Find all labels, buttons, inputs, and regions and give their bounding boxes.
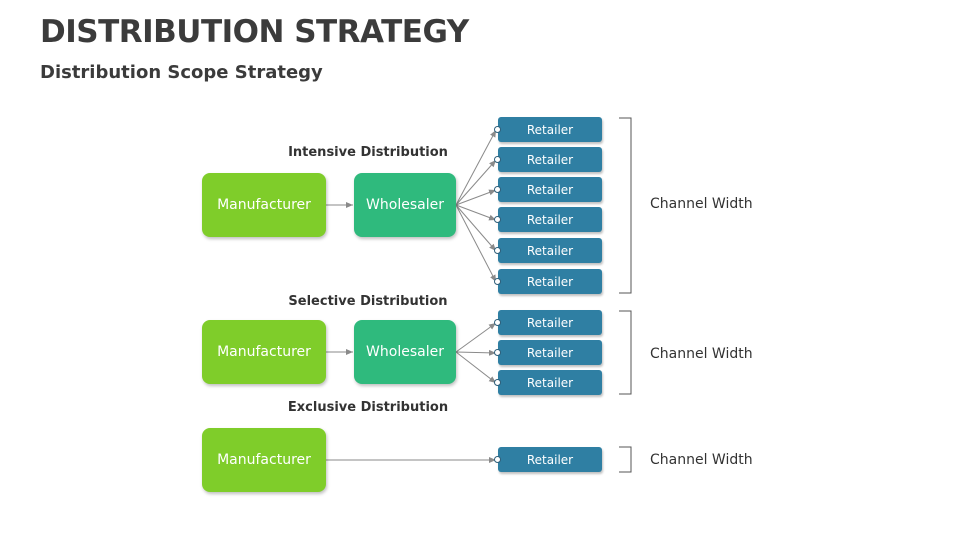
retailer-node: Retailer — [494, 177, 602, 202]
retailer-label: Retailer — [526, 152, 574, 167]
connector-dot — [494, 378, 501, 386]
retailer-label: Retailer — [526, 243, 574, 258]
channel-width-label: Channel Width — [650, 346, 753, 362]
retailer-label: Retailer — [526, 212, 574, 227]
retailer-label: Retailer — [526, 182, 574, 197]
retailer-label: Retailer — [526, 315, 574, 330]
wholesaler-node: Wholesaler — [354, 320, 456, 384]
connector-wholesaler-retailer — [455, 204, 497, 221]
retailer-label: Retailer — [526, 375, 574, 390]
retailer-node: Retailer — [494, 269, 602, 294]
retailer-node: Retailer — [494, 207, 602, 232]
connector-wholesaler-retailer — [455, 204, 497, 283]
connector-dot — [494, 277, 501, 285]
retailer-node: Retailer — [494, 147, 602, 172]
connector-dot — [494, 125, 501, 133]
retailer-label: Retailer — [526, 122, 574, 137]
connector-dot — [494, 318, 501, 326]
connector-dot — [494, 348, 501, 356]
retailer-label: Retailer — [526, 274, 574, 289]
channel-width-label: Channel Width — [650, 452, 753, 468]
connector-dot — [494, 215, 501, 223]
connector-dot — [494, 246, 501, 254]
page-subtitle: Distribution Scope Strategy — [40, 62, 323, 83]
retailer-node: Retailer — [494, 238, 602, 263]
connector-wholesaler-retailer — [455, 159, 497, 206]
connector-wholesaler-retailer — [455, 129, 497, 206]
retailer-label: Retailer — [526, 452, 574, 467]
section-label-intensive: Intensive Distribution — [288, 145, 448, 160]
manufacturer-node: Manufacturer — [202, 320, 326, 384]
channel-width-bracket — [619, 310, 632, 395]
connector-wholesaler-retailer — [455, 349, 497, 356]
wholesaler-node: Wholesaler — [354, 173, 456, 237]
manufacturer-node: Manufacturer — [202, 428, 326, 492]
connector-wholesaler-retailer — [455, 322, 497, 353]
channel-width-label: Channel Width — [650, 196, 753, 212]
retailer-node: Retailer — [494, 370, 602, 395]
retailer-node: Retailer — [494, 447, 602, 472]
connector-dot — [494, 185, 501, 193]
retailer-node: Retailer — [494, 310, 602, 335]
connector-wholesaler-retailer — [455, 189, 497, 206]
connector-wholesaler-retailer — [455, 351, 497, 384]
retailer-node: Retailer — [494, 340, 602, 365]
manufacturer-node: Manufacturer — [202, 173, 326, 237]
connector-wholesaler-retailer — [455, 204, 497, 252]
section-label-selective: Selective Distribution — [288, 294, 448, 309]
connector-dot — [494, 155, 501, 163]
connector-dot — [494, 455, 501, 463]
channel-width-bracket — [619, 117, 632, 294]
channel-width-bracket — [619, 446, 632, 473]
page-title: DISTRIBUTION STRATEGY — [40, 14, 469, 50]
retailer-node: Retailer — [494, 117, 602, 142]
retailer-label: Retailer — [526, 345, 574, 360]
section-label-exclusive: Exclusive Distribution — [287, 400, 449, 415]
